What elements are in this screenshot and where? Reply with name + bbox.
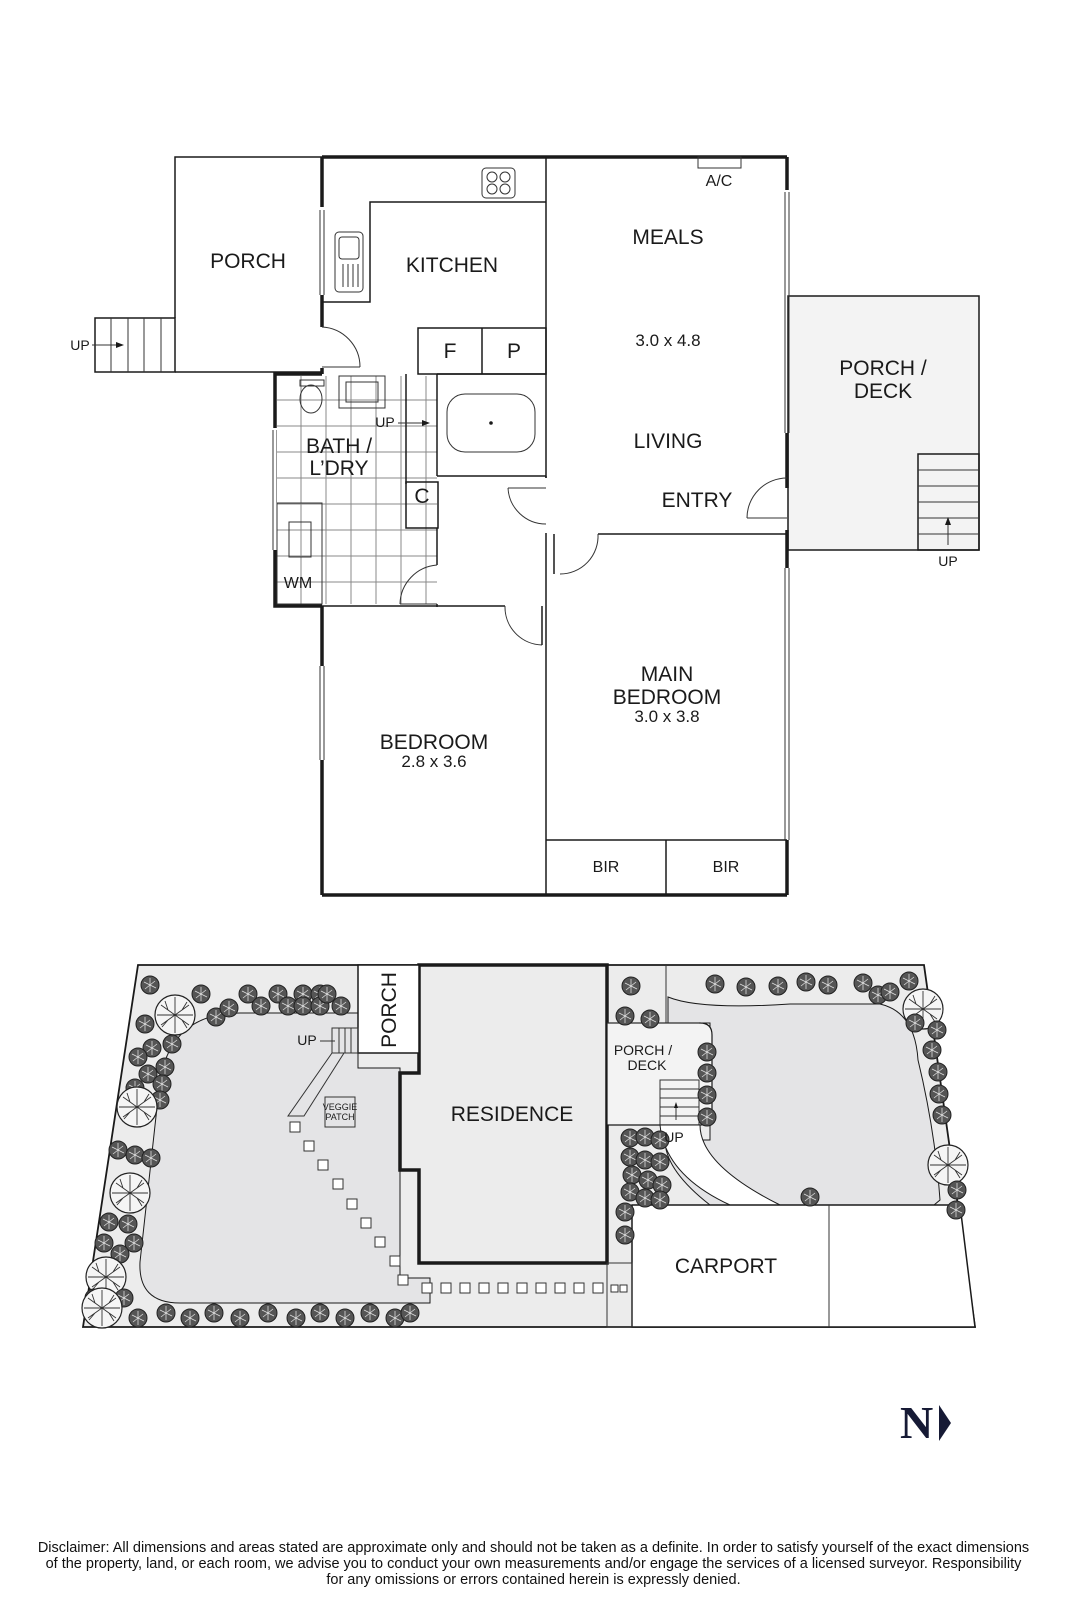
- toilet-icon: [299, 384, 323, 414]
- deck-stairs: [917, 453, 980, 551]
- fridge-pantry: [417, 327, 547, 375]
- vanity-icon: [338, 375, 386, 409]
- room-label-porch: PORCH: [210, 250, 286, 273]
- disclaimer-line-2: of the property, land, or each room, we …: [45, 1556, 1022, 1572]
- disclaimer: Disclaimer: All dimensions and areas sta…: [0, 1540, 1067, 1588]
- site-plan: VEGGIE PATCH: [81, 963, 977, 1329]
- porch-door-swing: [321, 326, 361, 368]
- room-label-meals: MEALS: [632, 226, 703, 249]
- fixture-bir-right: BIR: [713, 859, 740, 876]
- north-arrow-icon: [939, 1405, 952, 1441]
- site-label-porch-deck-2: DECK: [628, 1057, 668, 1073]
- sink-icon: [334, 231, 364, 293]
- bath-tiles: [276, 375, 437, 605]
- room-label-kitchen: KITCHEN: [406, 254, 498, 277]
- site-label-porch-deck-1: PORCH /: [614, 1042, 672, 1058]
- room-label-main-bedroom-2: BEDROOM: [613, 686, 722, 709]
- veggie-label-2: PATCH: [325, 1112, 354, 1122]
- site-porch: [357, 964, 420, 1054]
- site-label-carport: CARPORT: [675, 1255, 777, 1278]
- room-label-living: LIVING: [634, 430, 703, 453]
- right-lawn: [664, 996, 941, 1206]
- site-stairs-up-left: UP: [297, 1032, 316, 1048]
- laundry-trough-icon: [288, 521, 312, 558]
- room-dims-main-bedroom: 3.0 x 3.8: [634, 707, 699, 726]
- room-label-entry: ENTRY: [662, 489, 733, 512]
- room-label-porch-deck-1: PORCH /: [839, 357, 927, 380]
- fixture-fridge: F: [444, 340, 457, 363]
- ac-unit: [697, 156, 742, 169]
- disclaimer-line-1: Disclaimer: All dimensions and areas sta…: [37, 1540, 1030, 1556]
- interior-walls: [322, 476, 788, 895]
- veggie-label-1: VEGGIE: [323, 1102, 358, 1112]
- kitchen-benches: [322, 167, 546, 303]
- stairs-up-bath: UP: [375, 414, 394, 430]
- stepping-stones: [289, 1121, 628, 1294]
- site-label-residence: RESIDENCE: [451, 1103, 574, 1126]
- west-porch: [92, 156, 322, 373]
- floor-plan: PORCH KITCHEN MEALS 3.0 x 4.8 LIVING ENT…: [70, 155, 980, 897]
- room-label-bath-2: L’DRY: [309, 457, 368, 480]
- porch-deck-area: [787, 295, 980, 551]
- north-letter: N: [900, 1397, 934, 1448]
- fixture-bir-left: BIR: [593, 859, 620, 876]
- fixture-pantry: P: [507, 340, 521, 363]
- fixture-washing-machine: WM: [284, 575, 312, 592]
- room-label-main-bedroom-1: MAIN: [641, 663, 694, 686]
- cooktop-icon: [481, 167, 516, 199]
- room-label-porch-deck-2: DECK: [854, 380, 912, 403]
- stairs-up-porch: UP: [70, 337, 89, 353]
- stairs-up-deck: UP: [938, 553, 957, 569]
- room-dims-meals: 3.0 x 4.8: [635, 331, 700, 350]
- fixture-ac: A/C: [706, 173, 733, 190]
- fixture-cupboard: C: [414, 485, 429, 508]
- disclaimer-line-3: for any omissions or errors contained he…: [326, 1572, 741, 1588]
- site-label-porch: PORCH: [378, 972, 401, 1048]
- windows: [272, 192, 790, 840]
- site-path-left: [287, 1052, 345, 1117]
- bathtub-icon: [446, 393, 536, 453]
- room-label-bedroom: BEDROOM: [380, 731, 489, 754]
- veggie-patch: [324, 1096, 356, 1128]
- room-dims-bedroom: 2.8 x 3.6: [401, 752, 466, 771]
- room-label-bath-1: BATH /: [306, 435, 372, 458]
- north-compass: N: [900, 1397, 952, 1448]
- site-stairs-up-right: UP: [664, 1129, 683, 1145]
